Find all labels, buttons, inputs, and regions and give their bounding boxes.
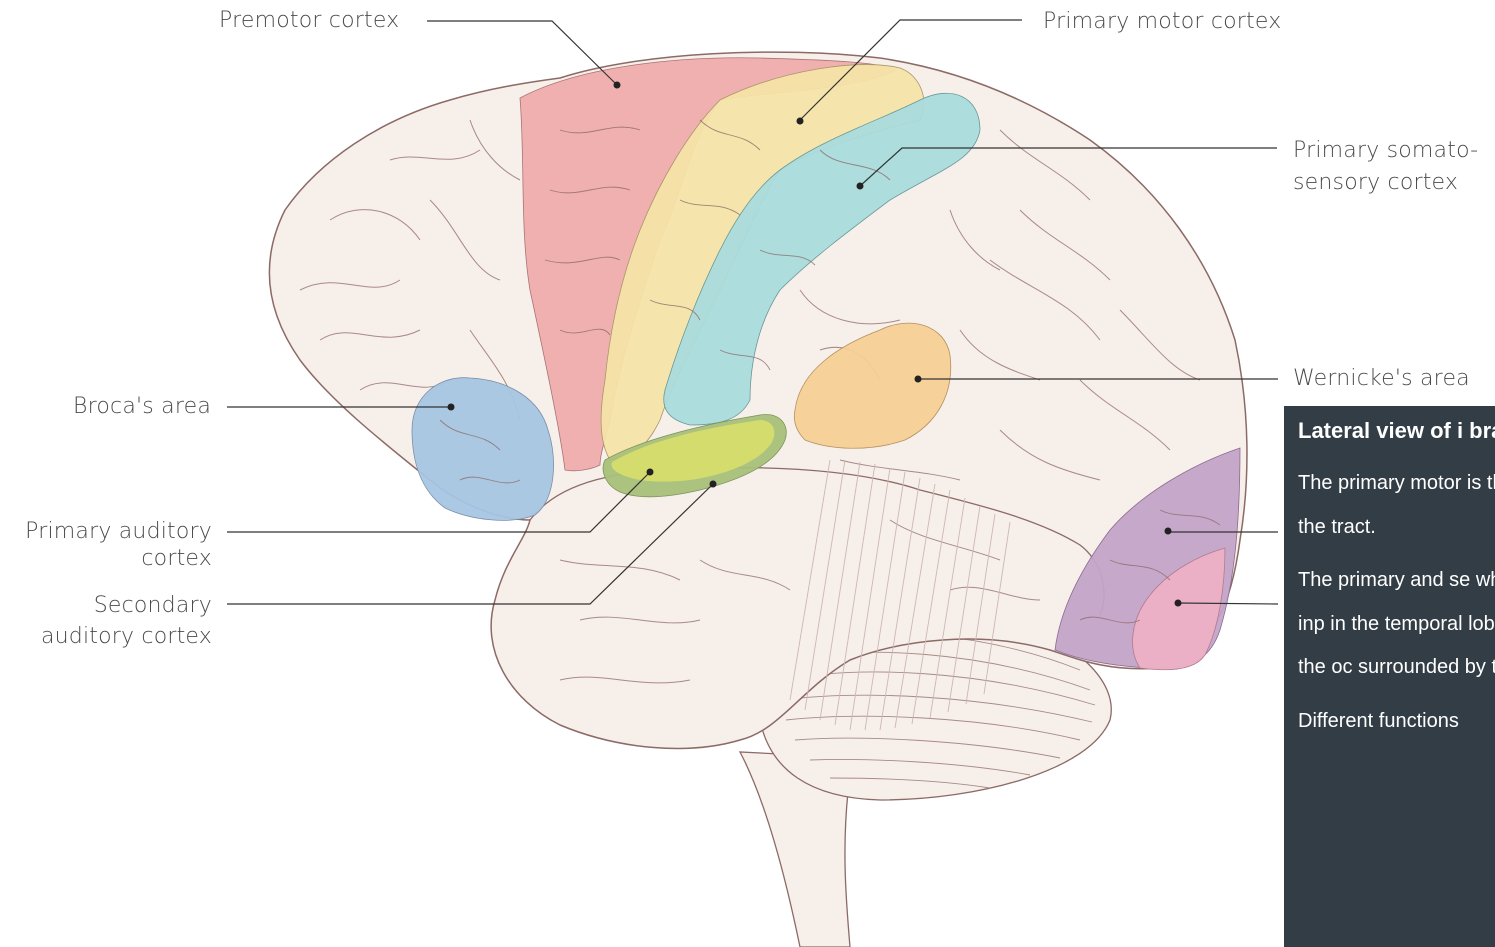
dot-wernicke [915, 376, 922, 383]
label-primary-auditory-cortex: Primary auditory cortex [5, 518, 212, 572]
label-primary-somatosensory-line1: Primary somato- [1293, 135, 1478, 167]
dot-broca [448, 404, 455, 411]
info-paragraph-1: The primary motor is the origin of the t… [1298, 462, 1495, 549]
dot-somatosensory [857, 183, 864, 190]
label-secondary-auditory-line1: Secondary [5, 590, 212, 621]
label-wernickes-area: Wernicke's area [1293, 365, 1470, 392]
dot-visual-inner [1175, 600, 1182, 607]
info-panel-content: Lateral view of i brain The primary moto… [1298, 406, 1495, 743]
dot-premotor [614, 82, 621, 89]
dot-secondary-auditory [710, 481, 717, 488]
label-primary-auditory-line2: cortex [5, 545, 212, 572]
label-primary-somatosensory-line2: sensory cortex [1293, 167, 1478, 199]
info-paragraph-3: Different functions [1298, 700, 1495, 744]
label-primary-motor-cortex: Primary motor cortex [1043, 8, 1281, 35]
label-primary-somatosensory-cortex: Primary somato- sensory cortex [1293, 135, 1478, 199]
dot-visual-outer [1165, 528, 1172, 535]
label-primary-auditory-line1: Primary auditory [5, 518, 212, 545]
dot-primary-motor [797, 118, 804, 125]
label-premotor-cortex: Premotor cortex [219, 7, 399, 34]
info-panel-title: Lateral view of i brain [1298, 410, 1495, 452]
dot-primary-auditory [647, 469, 654, 476]
label-secondary-auditory-cortex: Secondary auditory cortex [5, 590, 212, 652]
label-secondary-auditory-line2: auditory cortex [5, 621, 212, 652]
info-paragraph-2: The primary and se where auditory inp in… [1298, 559, 1495, 690]
label-brocas-area: Broca's area [60, 393, 211, 420]
info-panel: Lateral view of i brain The primary moto… [1284, 406, 1495, 947]
